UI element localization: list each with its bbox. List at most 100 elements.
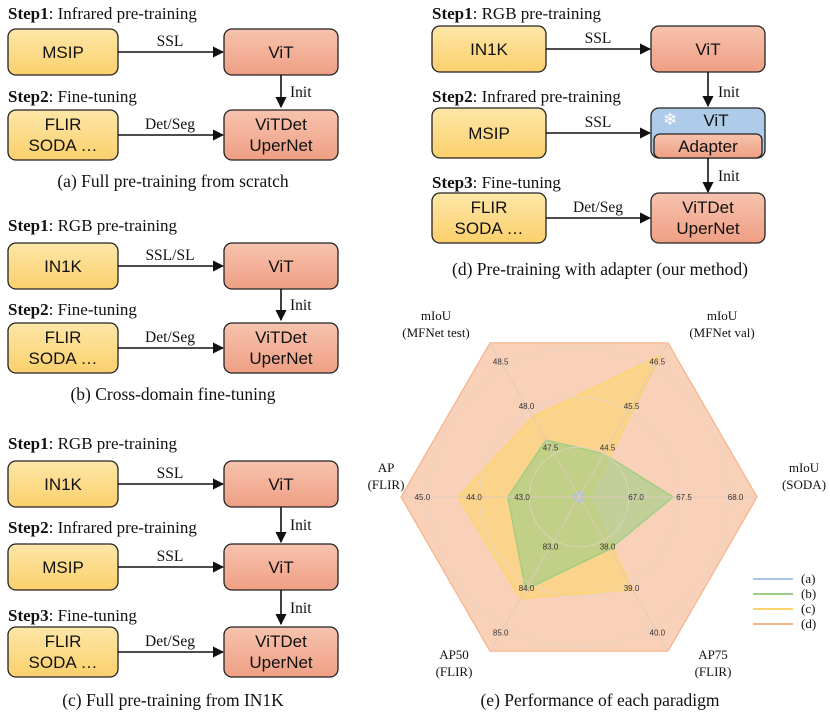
panel-b-caption: (b) Cross-domain fine-tuning [70,384,275,404]
radar-tick-label: 84.0 [519,584,535,593]
radar-tick-label: 67.5 [676,493,692,502]
panel-a-step1-heading: Step1: Infrared pre-training [8,4,197,23]
radar-axis-label: (MFNet val) [689,325,754,340]
panel-d-source1-label: IN1K [470,40,508,59]
radar-axis-label: (FLIR) [695,664,732,679]
radar-tick-label: 83.0 [543,542,559,551]
panel-b-detseg-label: Det/Seg [145,329,195,346]
panel-d: Step1: RGB pre-training IN1K SSL ViT Ini… [431,4,766,279]
radar-axis-label: (FLIR) [436,664,473,679]
panel-d-step2-heading: Step2: Infrared pre-training [432,87,621,106]
panel-d-dataset-line2: SODA … [455,219,524,238]
panel-d-init1-label: Init [718,84,740,101]
radar-axis-label: (MFNet test) [402,325,470,340]
panel-d-dataset-line1: FLIR [471,198,508,217]
panel-d-head-line1: ViTDet [682,198,734,217]
panel-c-caption: (c) Full pre-training from IN1K [62,690,284,710]
radar-tick-label: 48.0 [519,402,535,411]
radar-tick-label: 45.0 [415,493,431,502]
panel-a-source-label: MSIP [42,43,84,62]
panel-c-ssl1-label: SSL [157,465,184,482]
panel-c-head-box [223,626,339,678]
legend-label-d: (d) [801,616,816,631]
radar-tick-label: 68.0 [728,493,744,502]
panel-c-head-line1: ViTDet [255,632,307,651]
panel-a-vit-label: ViT [268,43,293,62]
radar-tick-label: 43.0 [514,493,530,502]
panel-a-init-label: Init [290,84,312,101]
panel-a-ssl-label: SSL [157,33,184,50]
panel-b-source-label: IN1K [44,257,82,276]
panel-d-head-box [650,192,766,244]
panel-a-dataset-line1: FLIR [45,115,82,134]
panel-a-dataset-line2: SODA … [29,136,98,155]
panel-c-dataset-line2: SODA … [29,653,98,672]
panel-b-step1-heading: Step1: RGB pre-training [8,216,178,235]
radar-axis-label: AP50 [439,647,469,662]
panel-d-detseg-label: Det/Seg [573,199,623,216]
panel-a-head-line2: UperNet [249,136,313,155]
panel-c-vit1-label: ViT [268,475,293,494]
panel-c: Step1: RGB pre-training IN1K SSL ViT Ini… [7,434,339,710]
panel-d-ssl2-label: SSL [585,114,612,131]
panel-b-sslsl-label: SSL/SL [145,247,194,264]
panel-d-adapter-label: Adapter [678,137,738,156]
panel-b: Step1: RGB pre-training IN1K SSL/SL ViT … [7,216,339,404]
radar-tick-label: 44.0 [466,493,482,502]
panel-d-step1-heading: Step1: RGB pre-training [432,4,602,23]
panel-d-source2-label: MSIP [468,124,510,143]
panel-b-vit-label: ViT [268,257,293,276]
radar-tick-label: 45.5 [624,402,640,411]
panel-e-radar-chart: 67.0 67.5 68.0 44.5 45.5 46.5 47.5 48.0 48.5 43.0… [368,308,826,679]
radar-tick-label: 39.0 [624,584,640,593]
radar-tick-label: 38.0 [600,542,616,551]
panel-c-init1-label: Init [290,517,312,534]
radar-spoke-3 [489,342,580,498]
panel-b-dataset-line1: FLIR [45,328,82,347]
panel-d-vit1-label: ViT [695,40,720,59]
radar-axis-label: AP [378,460,395,475]
panel-a-detseg-label: Det/Seg [145,116,195,133]
radar-spoke-6 [578,496,669,652]
panel-a-head-box [223,109,339,161]
radar-axis-label: (FLIR) [368,477,405,492]
panel-d-caption: (d) Pre-training with adapter (our metho… [452,259,748,279]
radar-tick-label: 46.5 [650,357,666,366]
radar-tick-label: 40.0 [650,629,666,638]
radar-spoke-5 [489,496,580,652]
panel-d-step3-heading: Step3: Fine-tuning [432,173,561,192]
snowflake-icon: ❄ [663,110,677,130]
radar-tick-label: 85.0 [493,629,509,638]
panel-e-caption: (e) Performance of each paradigm [480,690,719,710]
radar-tick-label: 44.5 [600,444,616,453]
panel-c-init2-label: Init [290,600,312,617]
panel-c-step1-heading: Step1: RGB pre-training [8,434,178,453]
panel-a-head-line1: ViTDet [255,115,307,134]
panel-c-step2-heading: Step2: Infrared pre-training [8,518,197,537]
radar-spoke-2 [578,342,669,498]
panel-c-ssl2-label: SSL [157,548,184,565]
radar-tick-label: 48.5 [493,357,509,366]
panel-d-head-line2: UperNet [676,219,740,238]
panel-c-source1-label: IN1K [44,475,82,494]
radar-tick-label: 47.5 [543,444,559,453]
panel-a-step2-heading: Step2: Fine-tuning [8,87,137,106]
panel-b-head-box [223,322,339,374]
panel-c-step3-heading: Step3: Fine-tuning [8,606,137,625]
panel-a: Step1: Infrared pre-training MSIP SSL Vi… [7,4,339,191]
panel-b-init-label: Init [290,297,312,314]
legend-label-b: (b) [801,586,816,601]
radar-axis-label: (SODA) [782,477,826,492]
radar-axis-label: mIoU [707,308,738,323]
panel-b-head-line2: UperNet [249,349,313,368]
panel-c-vit2-label: ViT [268,558,293,577]
legend-label-c: (c) [801,601,815,616]
panel-d-ssl1-label: SSL [585,30,612,47]
panel-c-detseg-label: Det/Seg [145,633,195,650]
panel-c-source2-label: MSIP [42,558,84,577]
panel-a-caption: (a) Full pre-training from scratch [57,171,289,191]
legend-label-a: (a) [801,571,815,586]
radar-tick-label: 67.0 [628,493,644,502]
panel-b-head-line1: ViTDet [255,328,307,347]
